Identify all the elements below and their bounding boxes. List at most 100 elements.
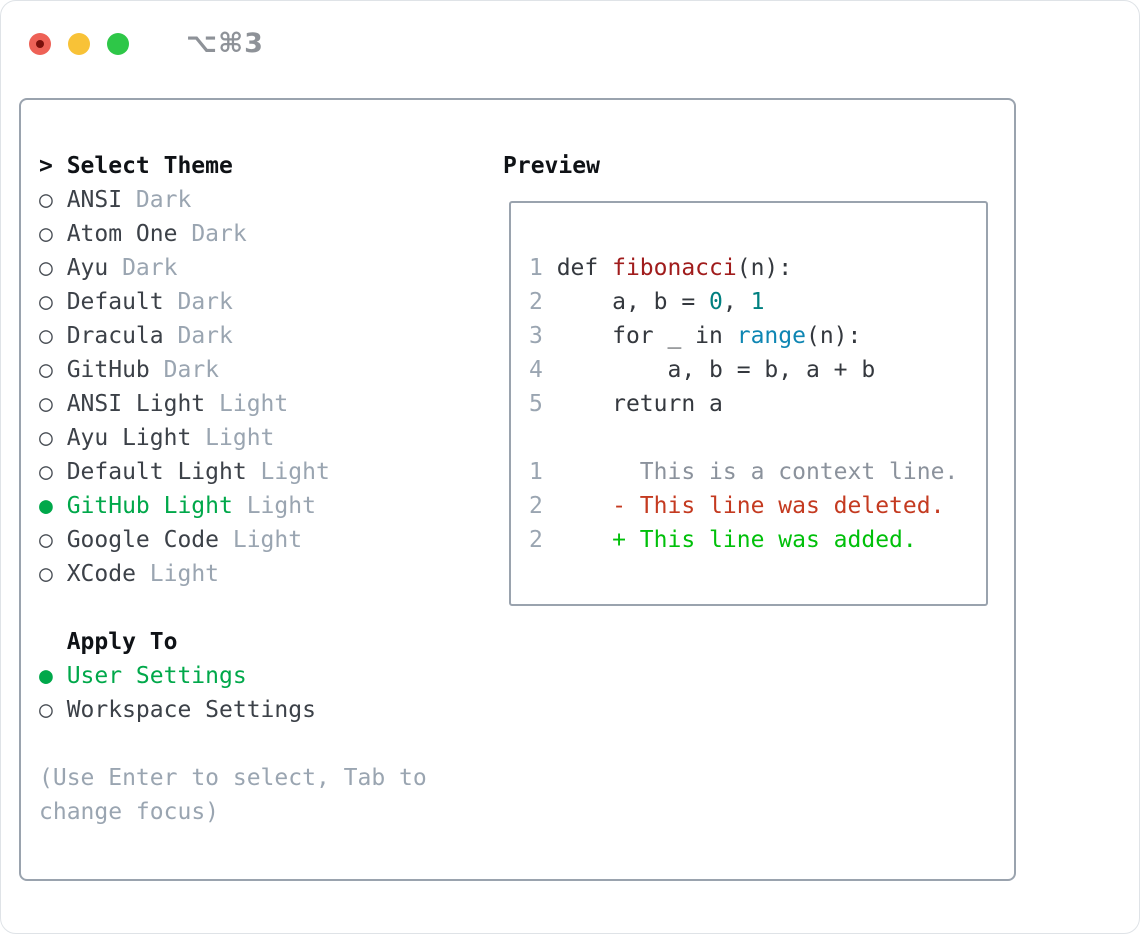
code-segment-deleted: - This line was deleted. [556,493,945,519]
code-segment-plain: return a [556,391,723,417]
theme-name: XCode [66,561,136,587]
apply-option-user-settings[interactable]: ● User Settings [39,659,427,693]
line-number: 5 [529,391,557,417]
theme-variant: Light [135,561,220,587]
minimize-button[interactable] [68,32,90,55]
code-segment-builtin: range [736,323,806,349]
preview-title: Preview [503,153,600,179]
theme-option-ayu[interactable]: ○ Ayu Dark [39,251,427,285]
code-segment-context: This is a context line. [556,459,959,485]
theme-option-dracula[interactable]: ○Dracula Dark [39,319,427,353]
zoom-button[interactable] [107,32,129,55]
line-number: 1 [529,459,557,485]
theme-variant: Dark [122,187,192,213]
apply-option-workspace-settings[interactable]: ○ Workspace Settings [39,693,427,727]
radio-unselected-icon: ○ [39,255,53,281]
theme-option-xcode[interactable]: ○ XCode Light [39,557,427,591]
select-theme-header: > Select Theme [39,149,427,183]
radio-unselected-icon: ○ [39,323,53,349]
theme-option-ansi[interactable]: ○ ANSI Dark [39,183,427,217]
select-theme-title: Select Theme [66,153,233,179]
spacer [39,727,427,761]
apply-option-label: User Settings [66,663,247,689]
code-segment-plain: , [722,289,751,315]
apply-to-title: Apply To [66,629,178,655]
prompt-icon: > [39,153,53,179]
line-number: 2 [529,493,557,519]
radio-unselected-icon: ○ [39,187,53,213]
theme-name: Ayu [66,255,109,281]
theme-variant: Light [246,459,330,485]
line-number: 2 [529,527,557,553]
apply-to-header: Apply To [39,625,427,659]
window-title: ⌥⌘3 [186,28,264,59]
radio-unselected-icon: ○ [39,425,53,451]
theme-option-default-light[interactable]: ○Default Light Light [39,455,427,489]
theme-name: GitHub [66,357,150,383]
theme-name: Ayu Light [66,425,192,451]
theme-option-github[interactable]: ○ GitHub Dark [39,353,427,387]
radio-unselected-icon: ○ [39,459,53,485]
theme-variant: Light [191,425,275,451]
theme-option-ayu-light[interactable]: ○ Ayu Light Light [39,421,427,455]
titlebar: ⌥⌘3 [29,28,264,59]
code-segment-added: + This line was added. [556,527,917,553]
radio-unselected-icon: ○ [39,697,53,723]
code-line: 1 This is a context line. [529,455,958,489]
code-segment-title: fibonacci [612,255,737,281]
line-number: 3 [529,323,557,349]
hint-text-line-2: change focus) [39,799,220,825]
theme-variant: Light [232,493,316,519]
theme-option-atom-one[interactable]: ○ Atom One Dark [39,217,427,251]
radio-unselected-icon: ○ [39,289,53,315]
radio-unselected-icon: ○ [39,357,53,383]
close-button[interactable] [29,32,51,55]
radio-selected-icon: ● [39,493,53,519]
theme-option-github-light[interactable]: ● GitHub Light Light [39,489,427,523]
theme-variant: Light [219,527,303,553]
theme-option-ansi-light[interactable]: ○ ANSI Light Light [39,387,427,421]
code-line: 1 def fibonacci(n): [529,251,958,285]
theme-name: ANSI Light [66,391,206,417]
theme-list: ○ANSI Dark○Atom One Dark○Ayu Dark○Defaul… [39,183,427,591]
apply-option-label: Workspace Settings [66,697,316,723]
code-segment-plain: a, b = [556,289,710,315]
code-line: 2 a, b = 0, 1 [529,285,958,319]
code-segment-plain: a, b = b, a + b [556,357,876,383]
radio-unselected-icon: ○ [39,527,53,553]
line-number: 2 [529,289,557,315]
code-segment-number: 0 [709,289,723,315]
line-number: 1 [529,255,557,281]
theme-name: Atom One [66,221,178,247]
theme-variant: Dark [108,255,178,281]
theme-variant: Dark [149,357,220,383]
apply-to-list: ● User Settings ○ Workspace Settings [39,659,427,727]
theme-option-default[interactable]: ○ Default Dark [39,285,427,319]
radio-unselected-icon: ○ [39,391,53,417]
theme-name: GitHub Light [66,493,233,519]
theme-option-google-code[interactable]: ○ Google Code Light [39,523,427,557]
theme-variant: Dark [177,221,247,247]
radio-unselected-icon: ○ [39,561,53,587]
theme-variant: Light [205,391,289,417]
line-number: 4 [529,357,557,383]
code-line: 5 return a [529,387,958,421]
theme-name: Dracula [66,323,164,349]
theme-variant: Dark [163,289,233,315]
spacer [39,591,427,625]
radio-selected-icon: ● [39,663,53,689]
theme-name: Google Code [66,527,220,553]
code-segment-plain: def [556,255,613,281]
radio-unselected-icon: ○ [39,221,53,247]
theme-name: ANSI [66,187,123,213]
close-button-dot-icon [36,39,44,48]
code-blank-line [529,421,958,455]
theme-menu: > Select Theme ○ ANSI Dark ○ Atom One Dark ○ A… [39,149,427,829]
code-line: 4 a, b = b, a + b [529,353,958,387]
code-segment-number: 1 [750,289,765,315]
theme-name: Default [66,289,164,315]
hint-text-line-1: (Use Enter to select, Tab to [39,765,427,791]
